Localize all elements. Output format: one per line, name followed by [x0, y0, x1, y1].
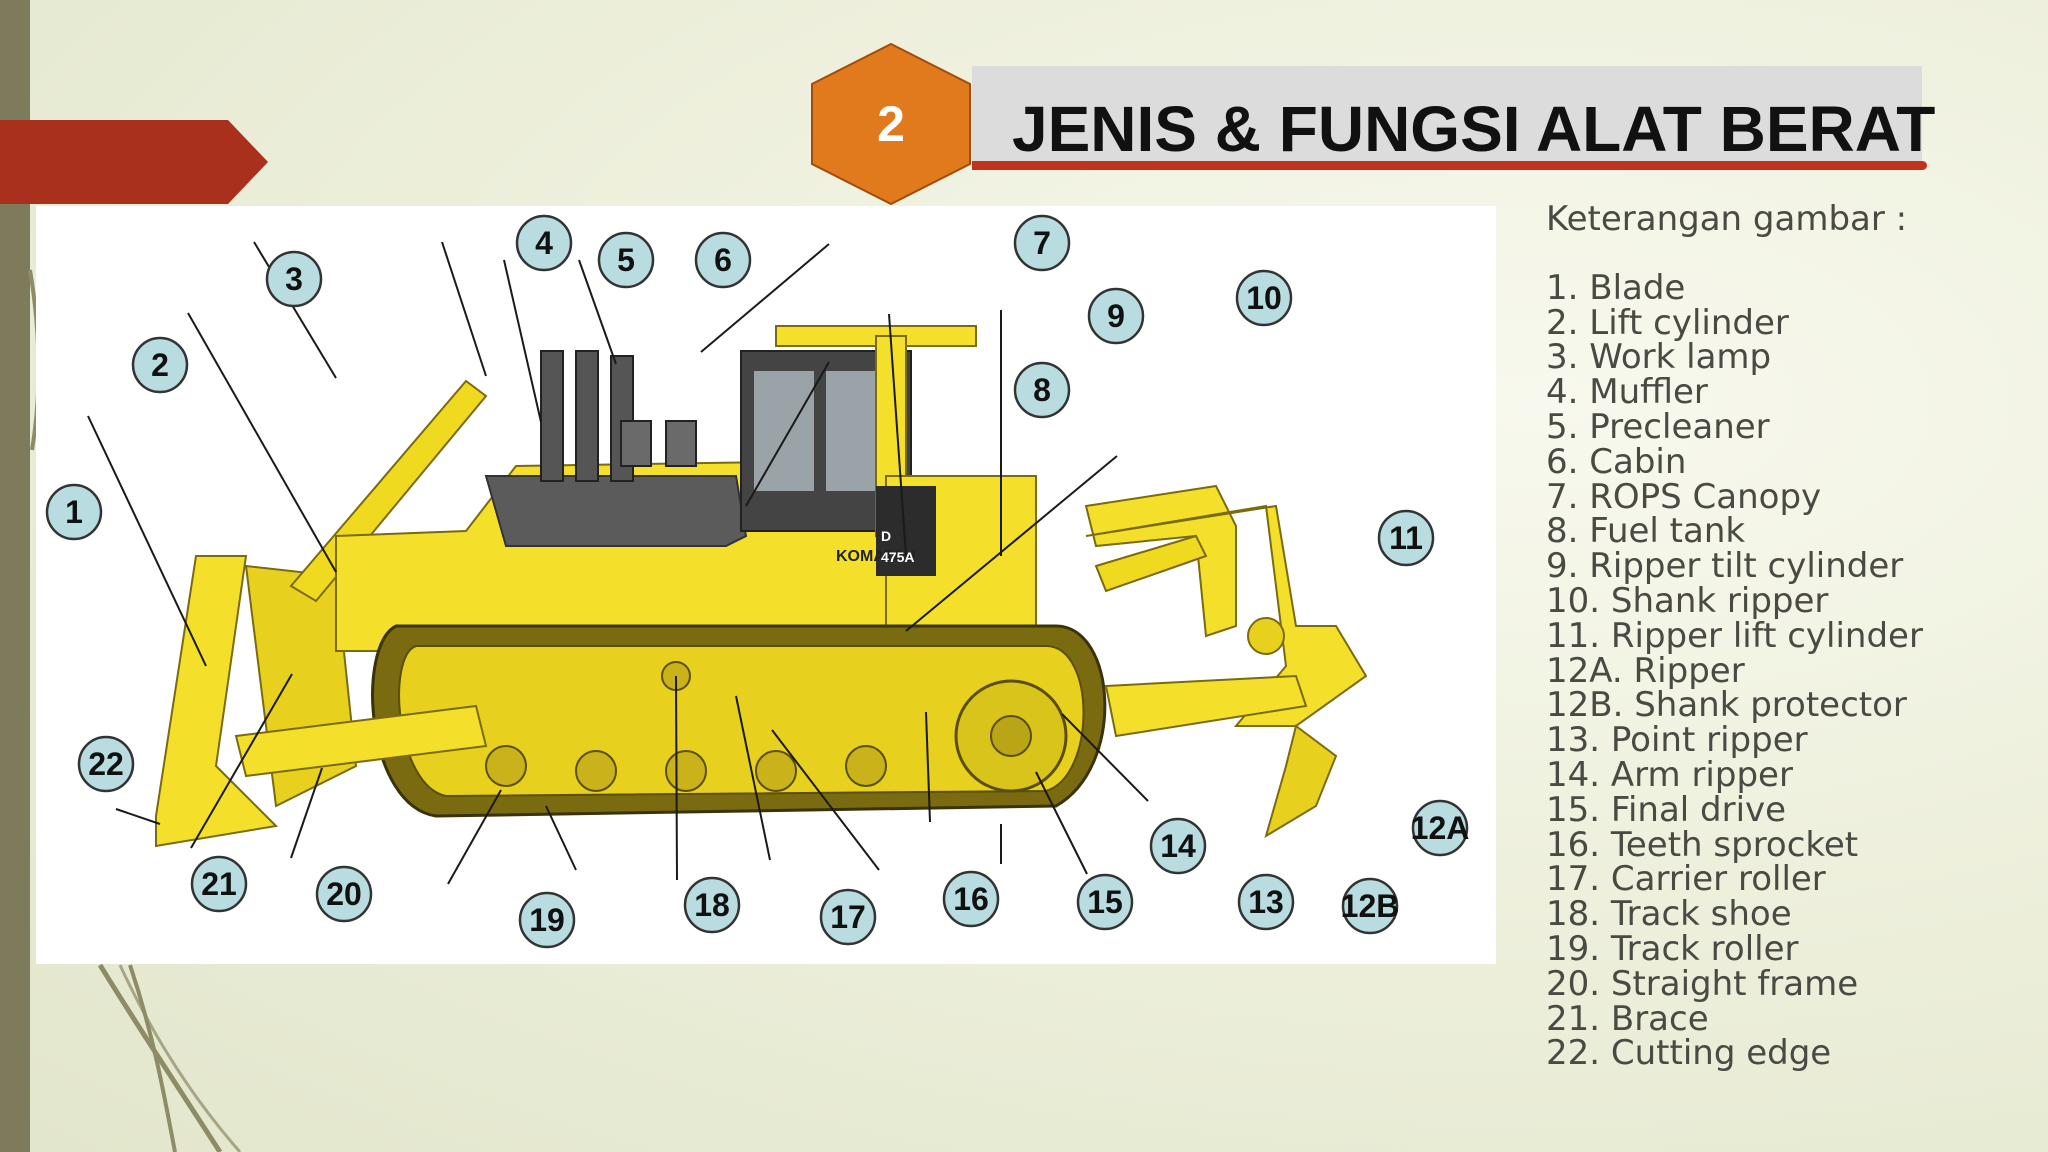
legend: Keterangan gambar : 1. Blade 2. Lift cyl… — [1546, 202, 2026, 1071]
bulldozer-diagram: KOMATSU D 475A — [36, 206, 1496, 964]
legend-item: 19. Track roller — [1546, 928, 1799, 969]
svg-text:8: 8 — [1033, 372, 1051, 408]
legend-item: 18. Track shoe — [1546, 894, 1792, 935]
red-arrow-banner — [0, 120, 268, 204]
callout-17: 17 — [819, 888, 877, 946]
slide-number: 2 — [877, 96, 905, 152]
svg-text:12A: 12A — [1411, 810, 1470, 846]
legend-item: 10. Shank ripper — [1546, 580, 1829, 621]
blade-shape — [155, 555, 279, 848]
legend-item: 13. Point ripper — [1546, 720, 1808, 761]
svg-text:21: 21 — [201, 866, 237, 902]
callout-4: 4 — [515, 214, 573, 272]
callout-18: 18 — [683, 876, 741, 934]
svg-text:13: 13 — [1248, 884, 1284, 920]
legend-item: 6. Cabin — [1546, 441, 1687, 482]
svg-text:9: 9 — [1107, 298, 1125, 334]
bulldozer-illustration: KOMATSU D 475A — [45, 214, 1470, 949]
brand-text: KOMATSU — [836, 548, 916, 565]
callout-1: 1 — [45, 483, 103, 541]
callout-19: 19 — [518, 891, 576, 949]
svg-text:7: 7 — [1033, 225, 1051, 261]
callout-14: 14 — [1149, 817, 1207, 875]
legend-item: 21. Brace — [1546, 998, 1709, 1039]
legend-item: 4. Muffler — [1546, 372, 1708, 413]
model-line1: D — [881, 528, 891, 544]
svg-text:6: 6 — [714, 242, 732, 278]
legend-item: 5. Precleaner — [1546, 406, 1770, 447]
legend-list: 1. Blade 2. Lift cylinder 3. Work lamp 4… — [1546, 267, 2026, 1074]
legend-item: 14. Arm ripper — [1546, 754, 1793, 795]
svg-text:16: 16 — [953, 881, 989, 917]
svg-text:4: 4 — [535, 225, 553, 261]
legend-item: 11. Ripper lift cylinder — [1546, 615, 1923, 656]
callout-10: 10 — [1235, 269, 1293, 327]
svg-text:20: 20 — [326, 876, 362, 912]
callout-15: 15 — [1076, 873, 1134, 931]
callout-12a: 12A — [1411, 799, 1470, 857]
callout-3: 3 — [265, 250, 323, 308]
svg-text:14: 14 — [1160, 828, 1196, 864]
callout-20: 20 — [315, 865, 373, 923]
callout-5: 5 — [597, 231, 655, 289]
legend-item: 8. Fuel tank — [1546, 511, 1746, 552]
model-line2: 475A — [881, 549, 914, 565]
svg-text:10: 10 — [1246, 280, 1282, 316]
title-band — [972, 66, 1922, 162]
svg-text:17: 17 — [830, 899, 866, 935]
legend-item: 9. Ripper tilt cylinder — [1546, 546, 1904, 587]
callout-6: 6 — [694, 231, 752, 289]
legend-item: 20. Straight frame — [1546, 963, 1859, 1004]
callout-13: 13 — [1237, 873, 1295, 931]
callout-12b: 12B — [1341, 877, 1400, 935]
legend-item: 2. Lift cylinder — [1546, 302, 1789, 343]
svg-text:12B: 12B — [1341, 888, 1400, 924]
callout-11: 11 — [1377, 509, 1435, 567]
legend-item: 12B. Shank protector — [1546, 685, 1907, 726]
callout-21: 21 — [190, 855, 248, 913]
legend-item: 12A. Ripper — [1546, 650, 1745, 691]
svg-text:2: 2 — [151, 347, 169, 383]
callout-9: 9 — [1087, 287, 1145, 345]
svg-text:3: 3 — [285, 261, 303, 297]
callout-2: 2 — [131, 336, 189, 394]
callout-22: 22 — [77, 735, 135, 793]
hexagon-badge — [811, 42, 971, 206]
svg-text:19: 19 — [529, 902, 565, 938]
svg-text:1: 1 — [65, 494, 83, 530]
legend-item: 3. Work lamp — [1546, 337, 1772, 378]
legend-item: 17. Carrier roller — [1546, 859, 1826, 900]
legend-item: 16. Teeth sprocket — [1546, 824, 1859, 865]
svg-text:22: 22 — [88, 746, 124, 782]
legend-heading: Keterangan gambar : — [1546, 199, 1908, 239]
legend-item: 22. Cutting edge — [1546, 1033, 1832, 1074]
callout-7: 7 — [1013, 214, 1071, 272]
callout-8: 8 — [1013, 361, 1071, 419]
legend-item: 15. Final drive — [1546, 789, 1787, 830]
legend-item: 1. Blade — [1546, 267, 1686, 308]
svg-text:5: 5 — [617, 242, 635, 278]
svg-text:11: 11 — [1389, 520, 1423, 556]
svg-text:15: 15 — [1087, 884, 1123, 920]
title-underline — [972, 161, 1927, 170]
slide-title: JENIS & FUNGSI ALAT BERAT — [1012, 93, 1936, 165]
legend-item: 7. ROPS Canopy — [1546, 476, 1822, 517]
callout-16: 16 — [942, 870, 1000, 928]
svg-text:18: 18 — [694, 887, 730, 923]
decorative-vines — [28, 269, 242, 1152]
